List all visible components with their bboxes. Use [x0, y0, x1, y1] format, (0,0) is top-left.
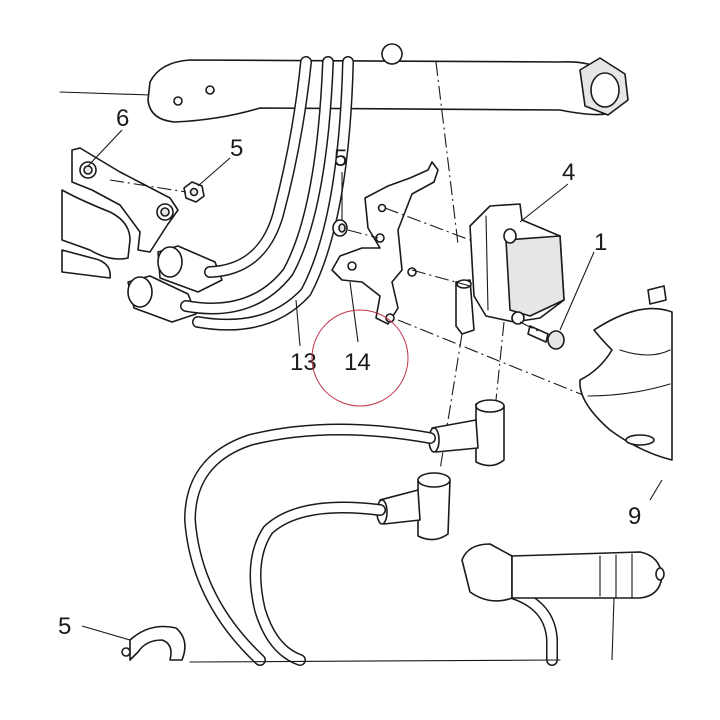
callout-5-middle: 5 — [334, 145, 347, 172]
frame-bar — [59, 43, 629, 123]
callout-labels: 6 5 5 4 1 13 14 9 5 — [58, 105, 641, 640]
engine-cover-9 — [579, 285, 673, 461]
callout-14: 14 — [344, 349, 371, 376]
ignition-coil-4 — [455, 203, 565, 335]
callout-4: 4 — [562, 159, 575, 186]
callout-9: 9 — [628, 503, 641, 530]
spark-plug-lower — [461, 543, 665, 602]
highlight-circle — [311, 309, 409, 407]
leader-lines — [81, 129, 663, 661]
spark-caps-center — [376, 399, 505, 541]
bracket-14 — [331, 161, 439, 325]
cable-13 — [180, 56, 354, 331]
crop-edge — [189, 659, 561, 663]
nut-5-upper-left — [109, 179, 205, 203]
screw-1 — [519, 321, 565, 350]
callout-5-upper: 5 — [230, 135, 243, 162]
nut-5-middle — [332, 219, 379, 239]
bracket-6 — [61, 147, 179, 279]
callout-1: 1 — [594, 229, 607, 256]
callout-6: 6 — [116, 105, 129, 132]
clamp-lower-left — [121, 625, 186, 661]
spark-caps-left — [127, 245, 223, 323]
callout-5-lower: 5 — [58, 613, 71, 640]
